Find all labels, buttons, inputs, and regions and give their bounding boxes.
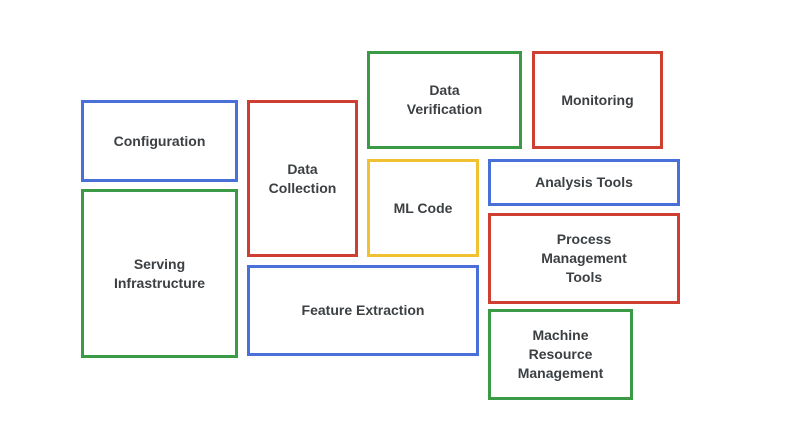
machine-resource-management-label: Machine Resource Management [517,327,604,381]
data-verification-box: Data Verification [367,51,522,149]
feature-extraction-label: Feature Extraction [301,302,425,318]
machine-resource-management-box: Machine Resource Management [488,309,633,400]
data-collection-label: Data Collection [268,160,337,196]
serving-infrastructure-box: Serving Infrastructure [81,189,238,358]
process-management-tools-label: Process Management Tools [541,231,627,285]
configuration-box: Configuration [81,100,238,182]
configuration-label: Configuration [113,132,206,149]
monitoring-box: Monitoring [532,51,663,149]
ml-code-label: ML Code [393,199,453,216]
feature-extraction-box: Feature Extraction [247,265,479,356]
monitoring-label: Monitoring [561,91,634,108]
serving-infrastructure-label: Serving Infrastructure [113,255,206,291]
analysis-tools-box: Analysis Tools [488,159,680,206]
ml-code-box: ML Code [367,159,479,257]
data-verification-label: Data Verification [406,82,483,117]
data-collection-box: Data Collection [247,100,358,257]
analysis-tools-label: Analysis Tools [535,174,633,190]
process-management-tools-box: Process Management Tools [488,213,680,304]
